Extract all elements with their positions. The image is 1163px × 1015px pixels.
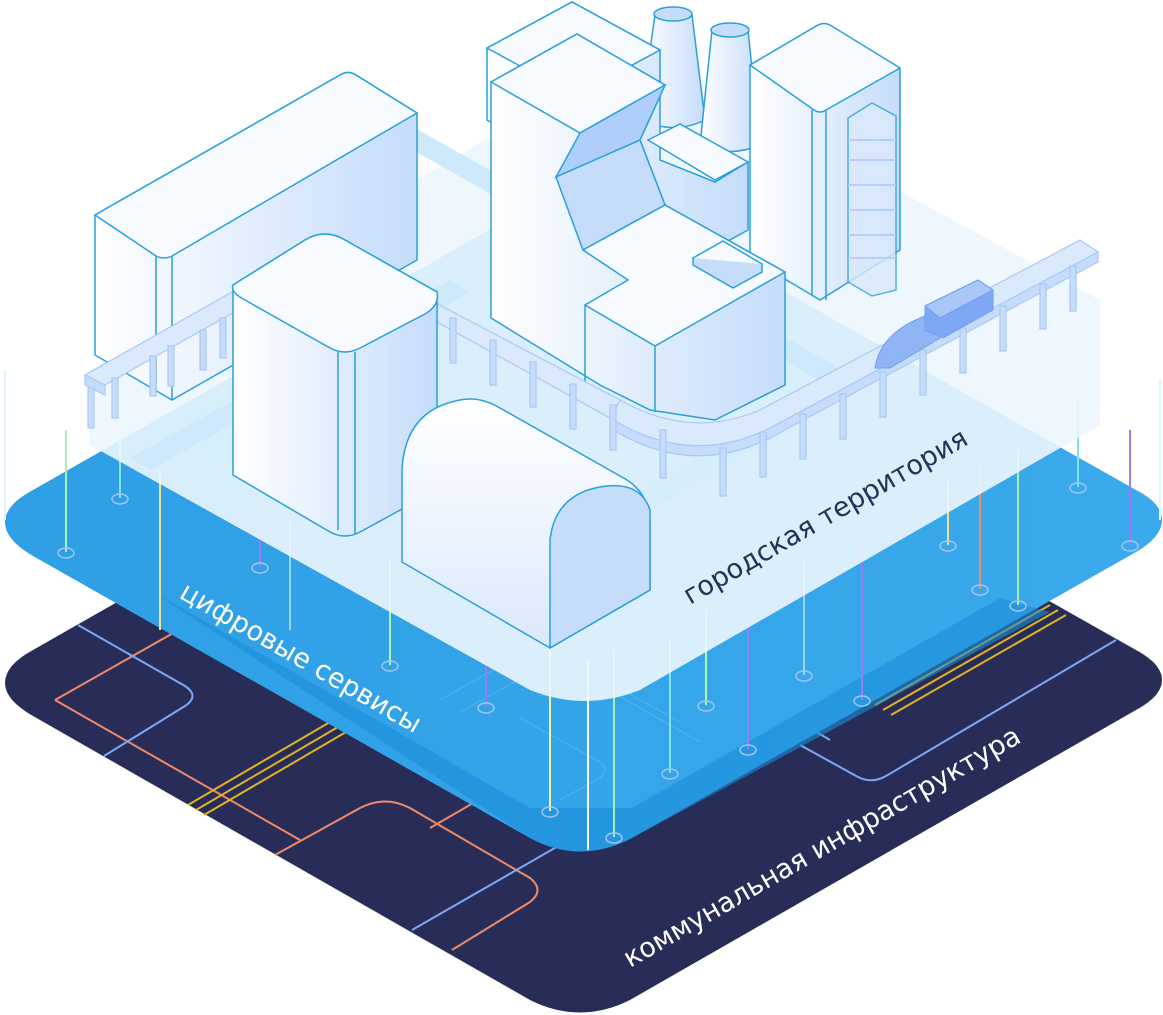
building-central-zigzag [489, 33, 787, 421]
train [874, 279, 994, 369]
building-long-block [93, 71, 419, 401]
elevated-rail-front [429, 299, 667, 479]
orange-pipe [54, 631, 539, 951]
building-arched-hangar [401, 398, 651, 650]
yellow-pipe-bundle [187, 604, 1067, 816]
building-tower-right [748, 22, 902, 301]
blue-pipe [77, 624, 1117, 931]
building-rounded-tower [231, 233, 439, 537]
